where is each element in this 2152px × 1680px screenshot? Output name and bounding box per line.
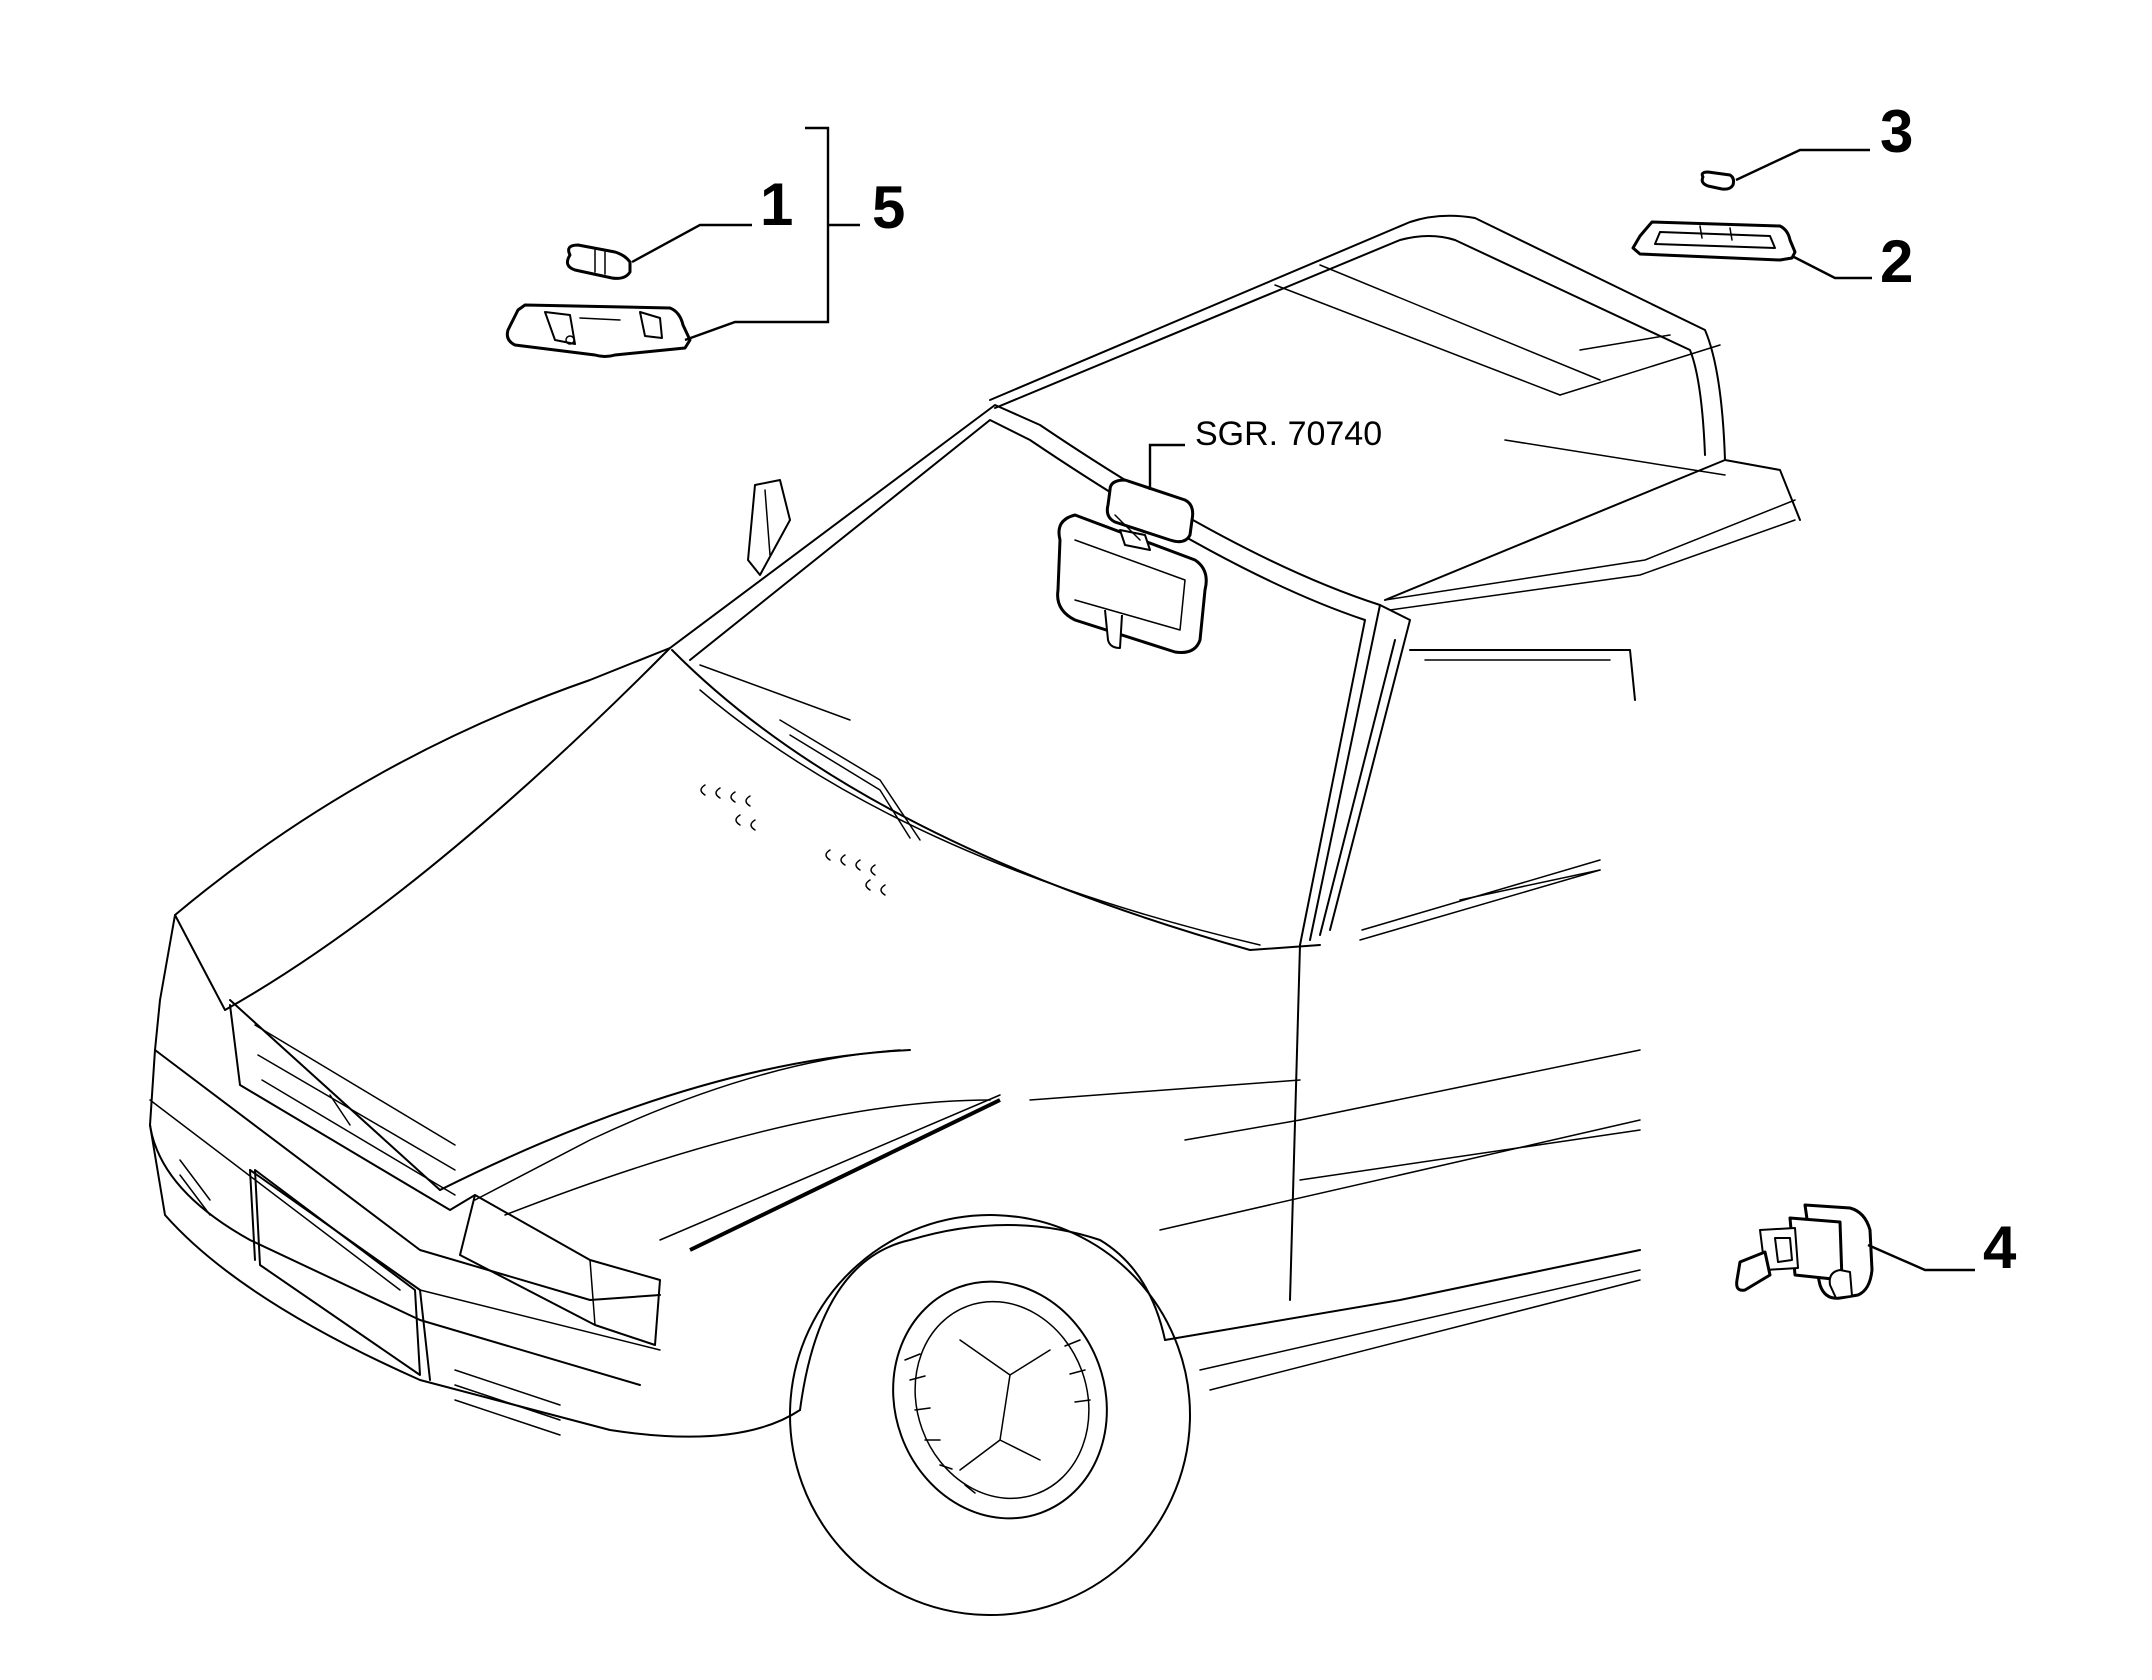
cowl-vents [700,784,886,896]
reference-label: SGR. 70740 [1195,415,1382,453]
door-switch-icon [1735,1203,1874,1300]
callout-5: 5 [872,174,905,241]
callout-2: 2 [1880,228,1913,295]
courtesy-lamp-housing-icon [505,303,692,358]
bulb-3-icon [1700,170,1736,191]
front-wheel [789,1214,1191,1616]
rear-view-mirror-assembly [1056,478,1208,654]
ceiling-lamp-icon [1631,220,1797,262]
callout-4: 4 [1983,1214,2017,1281]
callout-1: 1 [760,171,793,238]
car-illustration [149,214,1801,1616]
callout-3: 3 [1880,98,1913,165]
bulb-1-icon [565,243,632,280]
